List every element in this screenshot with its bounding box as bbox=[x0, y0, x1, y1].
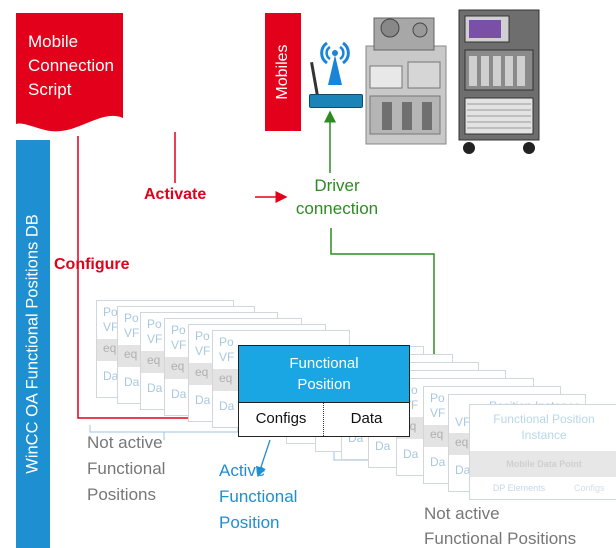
not-active-left-line3: Positions bbox=[87, 485, 156, 504]
mobile-script-line3: Script bbox=[28, 80, 72, 99]
mobile-script-label: Mobile Connection Script bbox=[28, 30, 114, 102]
active-functional-position-card: Functional Position Configs Data bbox=[238, 345, 410, 437]
configure-line bbox=[77, 136, 233, 424]
card-line2: VF bbox=[171, 338, 187, 352]
card-band: eq bbox=[195, 365, 209, 379]
active-line2: Functional bbox=[219, 487, 298, 506]
card-line3: Da bbox=[171, 387, 187, 401]
card-line2: VF bbox=[430, 406, 446, 420]
card-line1: Po bbox=[103, 305, 118, 319]
card-line3: Da bbox=[430, 455, 446, 469]
card-band: eq bbox=[171, 359, 185, 373]
active-position-label: Active Functional Position bbox=[219, 458, 339, 536]
card-line3: Da bbox=[455, 463, 471, 477]
card-line2: VF bbox=[455, 415, 471, 429]
not-active-left-line1: Not active bbox=[87, 433, 163, 452]
card-line2: VF bbox=[103, 320, 119, 334]
card-line1: Po bbox=[219, 335, 234, 349]
fp-title-line2: Position bbox=[297, 376, 351, 393]
not-active-right-label: Not active Functional Positions bbox=[424, 501, 616, 548]
driver-line2: connection bbox=[295, 199, 379, 218]
active-arrow bbox=[255, 439, 271, 478]
mobile-script-flag bbox=[16, 13, 123, 132]
driver-line1: Driver bbox=[314, 176, 360, 195]
router-icon bbox=[309, 94, 363, 108]
dp-elements-label: DP Elements bbox=[492, 483, 546, 493]
fp-title-line1: Functional bbox=[289, 355, 359, 372]
card-line2: VF bbox=[147, 332, 163, 346]
instance-configs-label: Configs bbox=[574, 483, 605, 493]
card-band: eq bbox=[147, 353, 161, 367]
functional-position-instance-card: Functional Position Instance Mobile Data… bbox=[469, 404, 616, 500]
not-active-left-label: Not active Functional Positions bbox=[87, 430, 197, 508]
mobile-data-point-label: Mobile Data Point bbox=[470, 451, 616, 477]
card-line1: Po bbox=[171, 323, 186, 337]
functional-positions-db-bar bbox=[16, 140, 50, 548]
wireless-tower-icon bbox=[320, 41, 350, 85]
card-line3: Da bbox=[219, 399, 235, 413]
card-line2: VF bbox=[195, 344, 211, 358]
mobiles-bar bbox=[265, 13, 301, 131]
card-line1: Po bbox=[147, 317, 162, 331]
not-active-right-line2: Functional Positions bbox=[424, 529, 577, 548]
not-active-right-line1: Not active bbox=[424, 504, 500, 523]
activate-label: Activate bbox=[144, 186, 207, 203]
mobile-rack-image bbox=[458, 9, 540, 154]
card-band: eq bbox=[219, 371, 233, 385]
instance-title: Functional Position Instance bbox=[470, 405, 616, 451]
active-line1: Active bbox=[219, 461, 266, 480]
card-line3: Da bbox=[103, 369, 119, 383]
card-band: eq bbox=[430, 427, 444, 441]
card-band: eq bbox=[103, 341, 117, 355]
mobiles-label: Mobiles bbox=[274, 44, 291, 100]
mobile-script-line2: Connection bbox=[28, 56, 115, 75]
card-band: eq bbox=[455, 435, 469, 449]
fp-configs-cell: Configs bbox=[239, 403, 324, 436]
active-line3: Position bbox=[219, 513, 280, 532]
mobile-machine-image bbox=[365, 17, 447, 145]
fp-data-cell: Data bbox=[350, 410, 383, 427]
configure-label: Configure bbox=[54, 256, 130, 273]
card-line1: Po bbox=[124, 311, 139, 325]
card-line3: Da bbox=[403, 447, 419, 461]
instance-title-line1: Functional Position bbox=[493, 412, 595, 426]
not-active-left-line2: Functional bbox=[87, 459, 166, 478]
db-bar-label: WinCC OA Functional Positions DB bbox=[23, 214, 42, 474]
mobile-script-line1: Mobile bbox=[28, 32, 79, 51]
instance-title-line2: Instance bbox=[521, 428, 567, 442]
card-line2: VF bbox=[219, 350, 235, 364]
card-line1: Po bbox=[430, 391, 445, 405]
card-line3: Da bbox=[375, 439, 391, 453]
card-line3: Da bbox=[124, 375, 140, 389]
card-band: eq bbox=[124, 347, 138, 361]
card-line2: VF bbox=[124, 326, 140, 340]
driver-connection-label: Driver connection bbox=[292, 174, 382, 220]
card-line3: Da bbox=[147, 381, 163, 395]
card-line3: Da bbox=[195, 393, 211, 407]
functional-position-header: Functional Position bbox=[239, 346, 409, 403]
card-line1: Po bbox=[195, 329, 210, 343]
